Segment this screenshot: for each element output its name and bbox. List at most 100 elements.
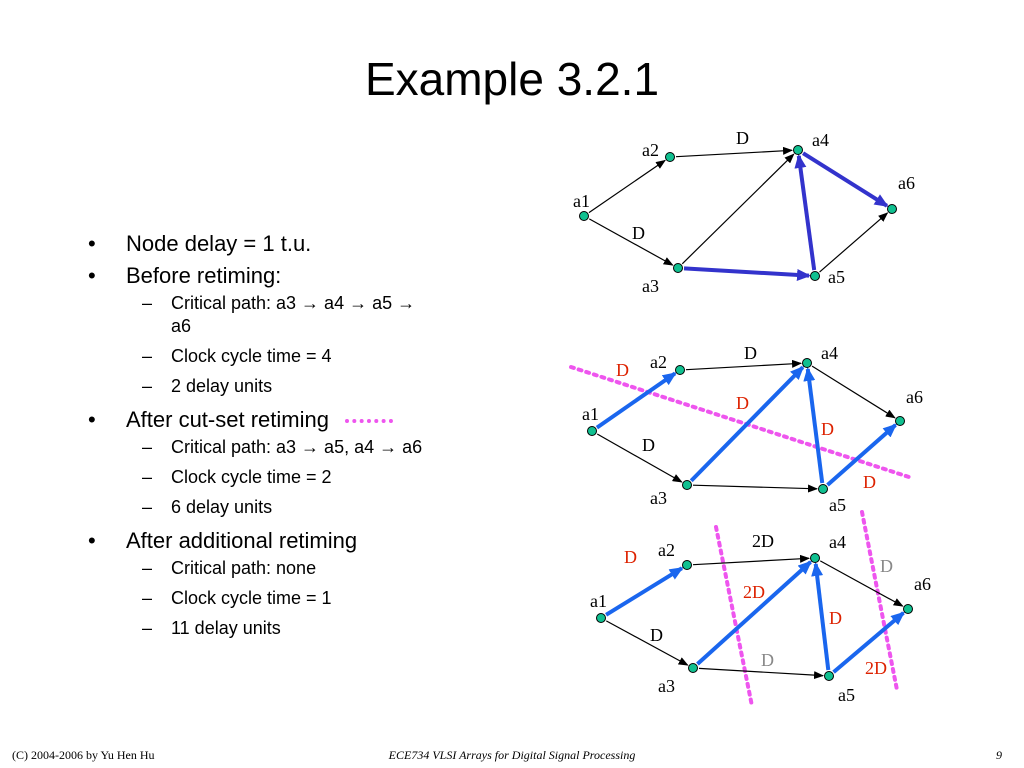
node-label-a6: a6: [898, 173, 915, 193]
node-a2: [665, 152, 675, 162]
edge-a3-a5: [683, 266, 812, 281]
edge-a1-a2: [595, 371, 677, 430]
footer-page-number: 9: [996, 748, 1002, 762]
delay-label: D: [642, 435, 655, 455]
footer-course: ECE734 VLSI Arrays for Digital Signal Pr…: [388, 748, 636, 762]
delay-label: D: [736, 128, 749, 148]
node-label-a1: a1: [573, 191, 590, 211]
delay-label: D: [736, 393, 749, 413]
slide-title: Example 3.2.1: [364, 53, 660, 105]
edge-a3-a5: [692, 484, 819, 493]
edge-a3-a5: [698, 667, 825, 680]
edge-a3-a4: [681, 153, 795, 265]
delay-label: D: [616, 360, 629, 380]
edge-a4-a6: [811, 365, 896, 419]
node-label-a2: a2: [642, 140, 659, 160]
edge-a1-a3: [596, 433, 683, 483]
sub-bullet-additional-path: Critical path: none: [86, 557, 526, 580]
edge-a5-a6: [826, 423, 898, 487]
edge-a3-a4: [689, 365, 805, 483]
cutset-line-1: [714, 525, 754, 708]
node-label-a3: a3: [650, 488, 667, 508]
bullet-node-delay: Node delay = 1 t.u.: [86, 229, 526, 258]
delay-label: 2D: [743, 582, 765, 602]
edge-a1-a2: [588, 159, 666, 214]
cutset-label: After cut-set retiming: [126, 407, 329, 432]
delay-label: D: [821, 419, 834, 439]
edge-a2-a4: [685, 359, 803, 371]
footer-copyright: (C) 2004-2006 by Yu Hen Hu: [12, 748, 155, 762]
node-label-a2: a2: [658, 540, 675, 560]
before-path-line-1: Critical path: a3 → a4 → a5 →: [171, 293, 416, 313]
delay-label: D: [829, 608, 842, 628]
node-a3: [673, 263, 683, 273]
delay-label: D: [624, 547, 637, 567]
edge-a5-a4: [803, 366, 825, 484]
sub-bullet-cutset-path: Critical path: a3 → a5, a4 → a6: [86, 436, 526, 459]
node-label-a1: a1: [582, 404, 599, 424]
edge-a1-a2: [605, 566, 684, 617]
node-label-a6: a6: [914, 574, 931, 594]
node-a2: [675, 365, 685, 375]
bullet-cutset-retiming: After cut-set retiming: [86, 405, 526, 434]
delay-label: D: [863, 472, 876, 492]
node-a1: [596, 613, 606, 623]
node-label-a2: a2: [650, 352, 667, 372]
edge-a2-a4: [692, 554, 811, 566]
node-label-a3: a3: [642, 276, 659, 296]
sub-bullet-before-path: Critical path: a3 → a4 → a5 → a6: [86, 292, 526, 338]
node-a6: [895, 416, 905, 426]
delay-label: D: [744, 343, 757, 363]
node-a3: [682, 480, 692, 490]
sub-bullet-cutset-clock: Clock cycle time = 2: [86, 466, 526, 489]
node-label-a5: a5: [828, 267, 845, 287]
edge-a4-a6: [819, 560, 904, 607]
sub-bullet-additional-delay: 11 delay units: [86, 617, 526, 640]
edge-a5-a4: [794, 153, 817, 271]
edge-a5-a6: [819, 212, 889, 273]
node-label-a1: a1: [590, 591, 607, 611]
delay-label: D: [880, 556, 893, 576]
node-a1: [579, 211, 589, 221]
node-a5: [824, 671, 834, 681]
sub-bullet-before-delay: 2 delay units: [86, 375, 526, 398]
delay-label: D: [650, 625, 663, 645]
graph-after-additional-retiming: a1 a2 a3 a4 a5 a6 2D D D 2D D 2D D D: [590, 510, 931, 708]
node-a6: [887, 204, 897, 214]
node-a5: [818, 484, 828, 494]
cutset-legend-dotted-line: [344, 419, 393, 424]
node-a6: [903, 604, 913, 614]
node-a2: [682, 560, 692, 570]
delay-label: D: [761, 650, 774, 670]
sub-bullet-additional-clock: Clock cycle time = 1: [86, 587, 526, 610]
node-a4: [793, 145, 803, 155]
before-path-line-2: a6: [171, 316, 192, 336]
node-label-a5: a5: [838, 685, 855, 705]
delay-label: 2D: [865, 658, 887, 678]
edge-a5-a6: [832, 611, 905, 674]
node-a4: [802, 358, 812, 368]
sub-bullet-before-clock: Clock cycle time = 4: [86, 345, 526, 368]
edge-a1-a3: [605, 620, 689, 666]
edge-a1-a3: [588, 218, 674, 266]
node-a3: [688, 663, 698, 673]
edge-a5-a4: [811, 561, 831, 671]
node-label-a5: a5: [829, 495, 846, 515]
bullet-before-retiming: Before retiming:: [86, 261, 526, 290]
node-label-a6: a6: [906, 387, 923, 407]
node-a4: [810, 553, 820, 563]
edge-a2-a4: [675, 146, 794, 158]
bullet-additional-retiming: After additional retiming: [86, 526, 526, 555]
cutset-line-1: [569, 365, 914, 480]
bullet-list: Node delay = 1 t.u. Before retiming: Cri…: [86, 226, 526, 647]
node-a5: [810, 271, 820, 281]
delay-label: 2D: [752, 531, 774, 551]
delay-label: D: [632, 223, 645, 243]
node-label-a4: a4: [829, 532, 846, 552]
sub-bullet-cutset-delay: 6 delay units: [86, 496, 526, 519]
node-label-a3: a3: [658, 676, 675, 696]
node-a1: [587, 426, 597, 436]
